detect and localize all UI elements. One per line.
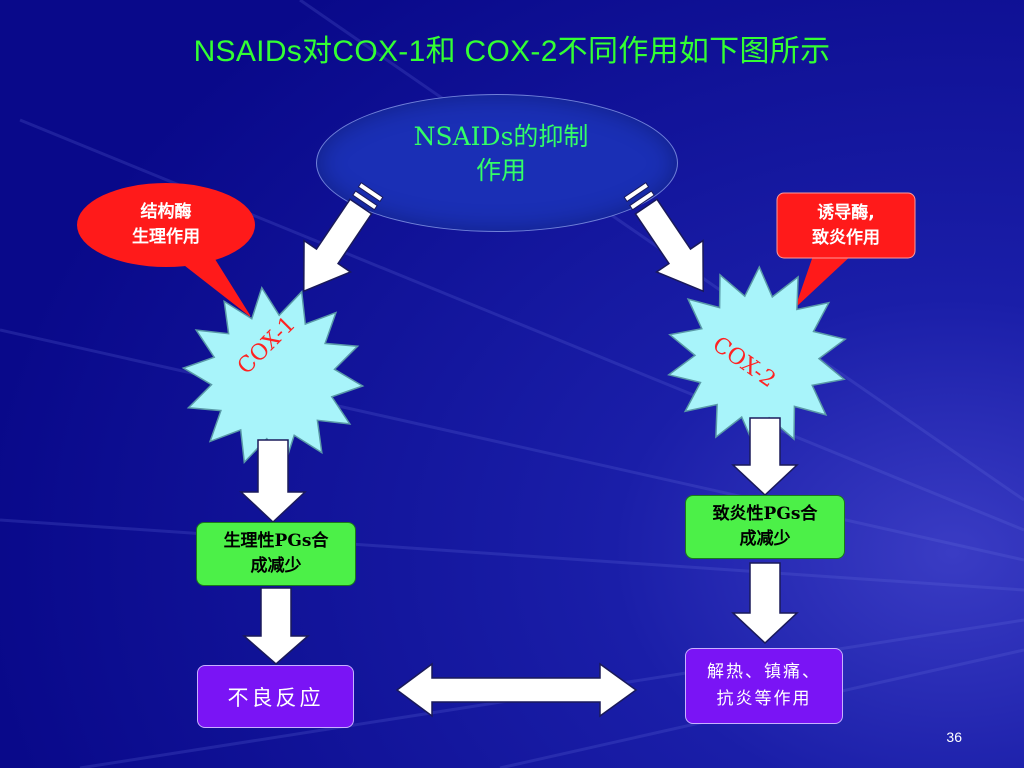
inflammatory-pgs-line2: 成减少	[739, 529, 791, 549]
left-callout-bubble	[77, 183, 255, 317]
inflammatory-pgs-line1: 致炎性PGs合	[712, 504, 818, 524]
right-callout-bubble	[776, 192, 916, 308]
arrow-inflammatory-to-therapeutic	[731, 562, 799, 645]
right-callout-line2: 致炎作用	[812, 228, 880, 248]
therapeutic-effect-line1: 解热、镇痛、	[707, 662, 821, 682]
nsaid-label-line1: NSAIDs的抑制	[413, 122, 589, 151]
adverse-reaction-label: 不良反应	[227, 685, 324, 710]
arrow-physiological-to-adverse	[242, 587, 310, 665]
therapeutic-effect-box: 解热、镇痛、 抗炎等作用	[685, 648, 843, 724]
left-callout-line1: 结构酶	[140, 202, 192, 222]
physiological-pgs-line2: 成减少	[250, 556, 302, 576]
left-callout-text: 结构酶 生理作用	[96, 200, 236, 250]
left-callout-line2: 生理作用	[132, 227, 200, 247]
page-number: 36	[946, 729, 962, 745]
adverse-reaction-box: 不良反应	[197, 665, 354, 728]
physiological-pgs-box: 生理性PGs合 成减少	[196, 522, 356, 586]
therapeutic-effect-line2: 抗炎等作用	[716, 689, 812, 709]
right-callout-text: 诱导酶, 致炎作用	[777, 201, 915, 251]
arrow-to-cox2	[623, 182, 704, 293]
physiological-pgs-line1: 生理性PGs合	[223, 531, 329, 551]
nsaid-label-line2: 作用	[475, 156, 526, 185]
arrow-cox1-to-physiological-box	[239, 439, 307, 524]
nsaid-inhibition-label: NSAIDs的抑制 作用	[376, 120, 626, 188]
arrow-cox2-to-inflammatory-box	[731, 417, 799, 497]
arrow-to-cox1	[303, 182, 384, 293]
double-arrow-adverse-therapeutic	[395, 662, 638, 718]
right-callout-line1: 诱导酶,	[817, 203, 875, 223]
slide-title: NSAIDs对COX-1和 COX-2不同作用如下图所示	[193, 35, 831, 68]
cox1-starburst	[181, 285, 365, 469]
nsaid-inhibition-oval	[316, 94, 678, 232]
inflammatory-pgs-box: 致炎性PGs合 成减少	[685, 495, 845, 559]
